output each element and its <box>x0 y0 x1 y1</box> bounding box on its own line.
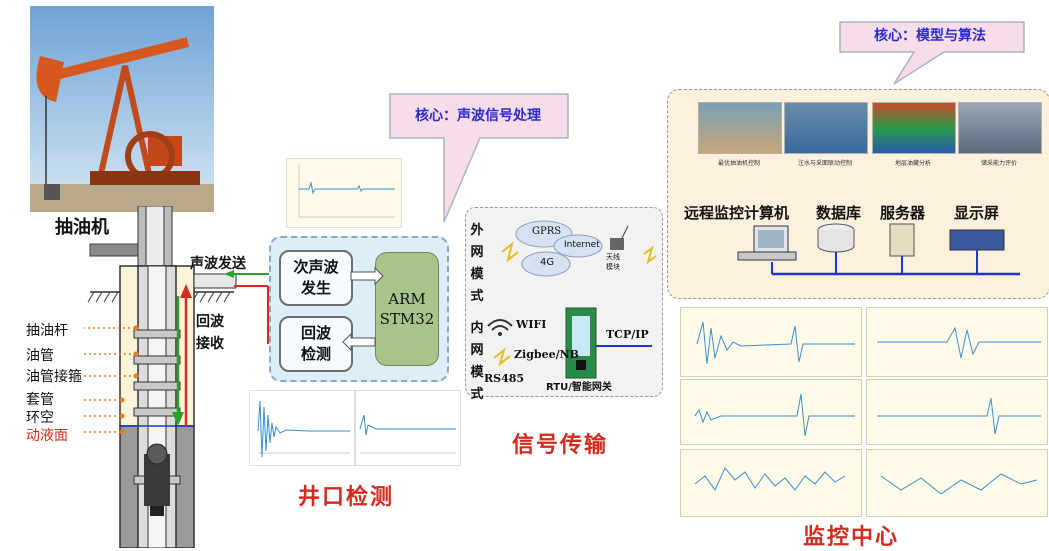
sound-send-label: 声波发送 <box>190 256 246 272</box>
monitoring-center-panel: 最优抽油机控制 注水与采面联动控制 地层油藏分析 储采能力评价 远程监控计算机 … <box>667 89 1049 299</box>
tcpip-label: TCP/IP <box>606 328 649 341</box>
device-remote-computer: 远程监控计算机 <box>684 204 790 222</box>
callout-model-tail <box>839 21 1025 85</box>
monitor-chart-6 <box>866 449 1048 517</box>
antenna-label-1: 天线 <box>606 253 620 261</box>
rs485-label: RS485 <box>484 372 525 385</box>
device-server: 服务器 <box>880 204 926 222</box>
thumb-caption-4: 储采能力评价 <box>980 160 1017 167</box>
monitor-chart-1 <box>680 307 862 377</box>
arm-stm32-box: ARM STM32 <box>375 252 439 366</box>
echo-detection-label-2: 检测 <box>300 345 331 363</box>
antenna-label-2: 模块 <box>606 263 620 271</box>
wellhead-detection-title: 井口检测 <box>298 485 395 510</box>
well-schematic <box>84 206 270 548</box>
device-icons <box>737 223 1020 276</box>
device-database: 数据库 <box>816 204 862 222</box>
well-part-fluid-level: 动液面 <box>26 428 68 444</box>
echo-detection-label-1: 回波 <box>300 324 331 342</box>
thumb-caption-2: 注水与采面联动控制 <box>797 160 852 167</box>
well-part-casing: 套管 <box>26 392 54 408</box>
monitoring-center-title: 监控中心 <box>803 525 900 550</box>
subsonic-label-2: 发生 <box>300 279 331 297</box>
signal-transmission-title: 信号传输 <box>512 433 609 458</box>
subsonic-label-1: 次声波 <box>293 258 339 276</box>
network-graphics <box>487 220 657 379</box>
device-display: 显示屏 <box>954 204 1000 222</box>
thumb-caption-3: 地层油藏分析 <box>894 160 931 167</box>
monitor-chart-3 <box>680 379 862 445</box>
thumb-optimal-pump-control <box>698 102 782 154</box>
callout-acoustic: 核心：声波信号处理 <box>415 108 541 124</box>
well-part-annulus: 环空 <box>26 410 54 426</box>
well-part-tubing-coupling: 油管接箍 <box>26 369 82 385</box>
echo-receive-label-2: 接收 <box>196 336 224 352</box>
monitor-chart-5 <box>680 449 862 517</box>
thumb-reservoir-analysis <box>872 102 956 154</box>
stm32-label: STM32 <box>379 310 435 328</box>
pump-jack-label: 抽油机 <box>55 217 109 238</box>
echo-receive-label-1: 回波 <box>196 314 224 330</box>
wellhead-detection-panel: 次声波 发生 回波 检测 ARM STM32 <box>269 236 449 382</box>
arm-label: ARM <box>388 290 426 308</box>
gprs-label: GPRS <box>532 226 562 237</box>
bottom-waveform-chart-right <box>355 390 461 466</box>
monitor-chart-2 <box>866 307 1048 377</box>
well-part-sucker-rod: 抽油杆 <box>26 323 68 339</box>
callout-model: 核心：模型与算法 <box>874 28 986 44</box>
echo-detection-box: 回波 检测 <box>279 316 353 372</box>
internet-label: Internet <box>564 240 600 250</box>
bottom-waveform-chart-left <box>249 390 355 466</box>
top-waveform-chart <box>286 158 402 228</box>
well-part-tubing: 油管 <box>26 348 54 364</box>
callout-acoustic-tail <box>389 93 569 223</box>
internal-arrows <box>342 266 384 352</box>
internal-network-label: 内 网 模 式 <box>470 321 484 402</box>
subsonic-generator-box: 次声波 发生 <box>279 250 353 306</box>
monitor-chart-4 <box>866 379 1048 445</box>
thumb-caption-1: 最优抽油机控制 <box>717 160 760 167</box>
external-network-label: 外 网 模 式 <box>470 223 484 304</box>
thumb-water-injection-control <box>784 102 868 154</box>
4g-label: 4G <box>540 257 555 268</box>
pump-jack-illustration <box>30 6 214 212</box>
wifi-label: WIFI <box>516 318 547 331</box>
rtu-label: RTU/智能网关 <box>546 382 612 393</box>
thumb-storage-evaluation <box>958 102 1042 154</box>
zigbee-label: Zigbee/NB <box>514 348 579 361</box>
signal-transmission-panel: 外 网 模 式 内 网 模 式 GPRS Internet 4G 天线 模块 W… <box>465 207 663 402</box>
